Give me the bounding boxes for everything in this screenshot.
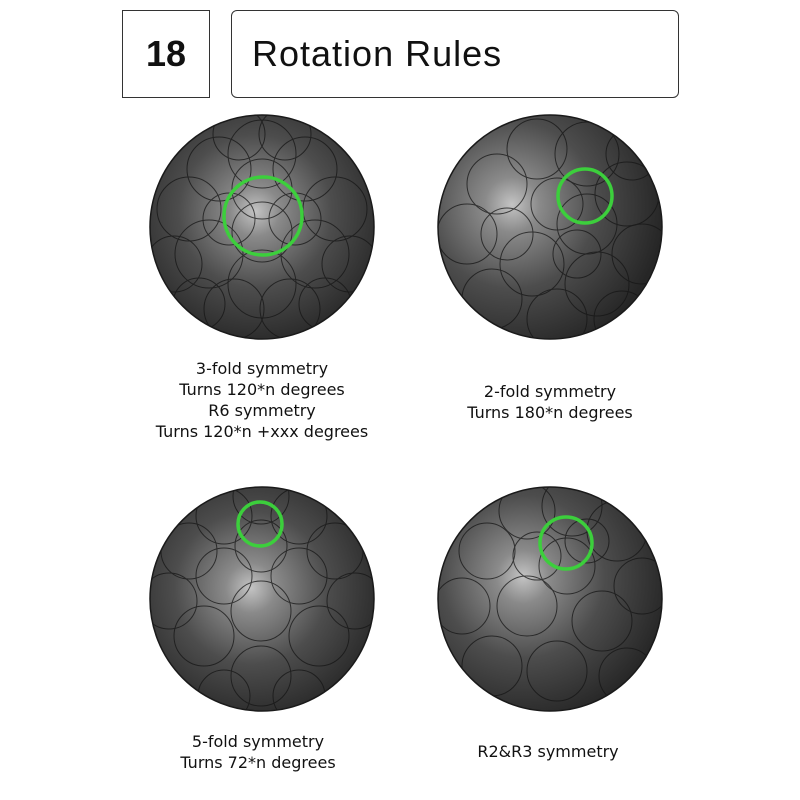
- caption-r2-r3: R2&R3 symmetry: [388, 741, 708, 762]
- highlight-ring-5-fold: [236, 500, 284, 548]
- caption-2-fold: 2-fold symmetry Turns 180*n degrees: [390, 381, 710, 423]
- caption-5-fold: 5-fold symmetry Turns 72*n degrees: [98, 731, 418, 773]
- caption-line: 3-fold symmetry: [195, 359, 329, 378]
- sphere-3-fold: [149, 114, 375, 340]
- sphere-2-fold: [437, 114, 663, 340]
- caption-line: 5-fold symmetry: [191, 732, 325, 751]
- caption-line: 2-fold symmetry: [483, 382, 617, 401]
- caption-3-fold: 3-fold symmetry Turns 120*n degrees R6 s…: [102, 358, 422, 442]
- sphere-circle-pattern: [150, 487, 374, 711]
- highlight-ring-3-fold: [222, 175, 304, 257]
- caption-line: Turns 120*n degrees: [179, 380, 345, 399]
- step-number: 18: [122, 10, 210, 98]
- sphere-r2-r3: [437, 486, 663, 712]
- caption-line: Turns 72*n degrees: [180, 753, 336, 772]
- caption-line: Turns 120*n +xxx degrees: [155, 422, 369, 441]
- page-title: Rotation Rules: [231, 10, 679, 98]
- caption-line: R6 symmetry: [208, 401, 316, 420]
- caption-line: Turns 180*n degrees: [467, 403, 633, 422]
- highlight-ring-2-fold: [556, 167, 614, 225]
- highlight-ring-r2-r3: [538, 515, 594, 571]
- sphere-5-fold: [149, 486, 375, 712]
- caption-line: R2&R3 symmetry: [477, 742, 619, 761]
